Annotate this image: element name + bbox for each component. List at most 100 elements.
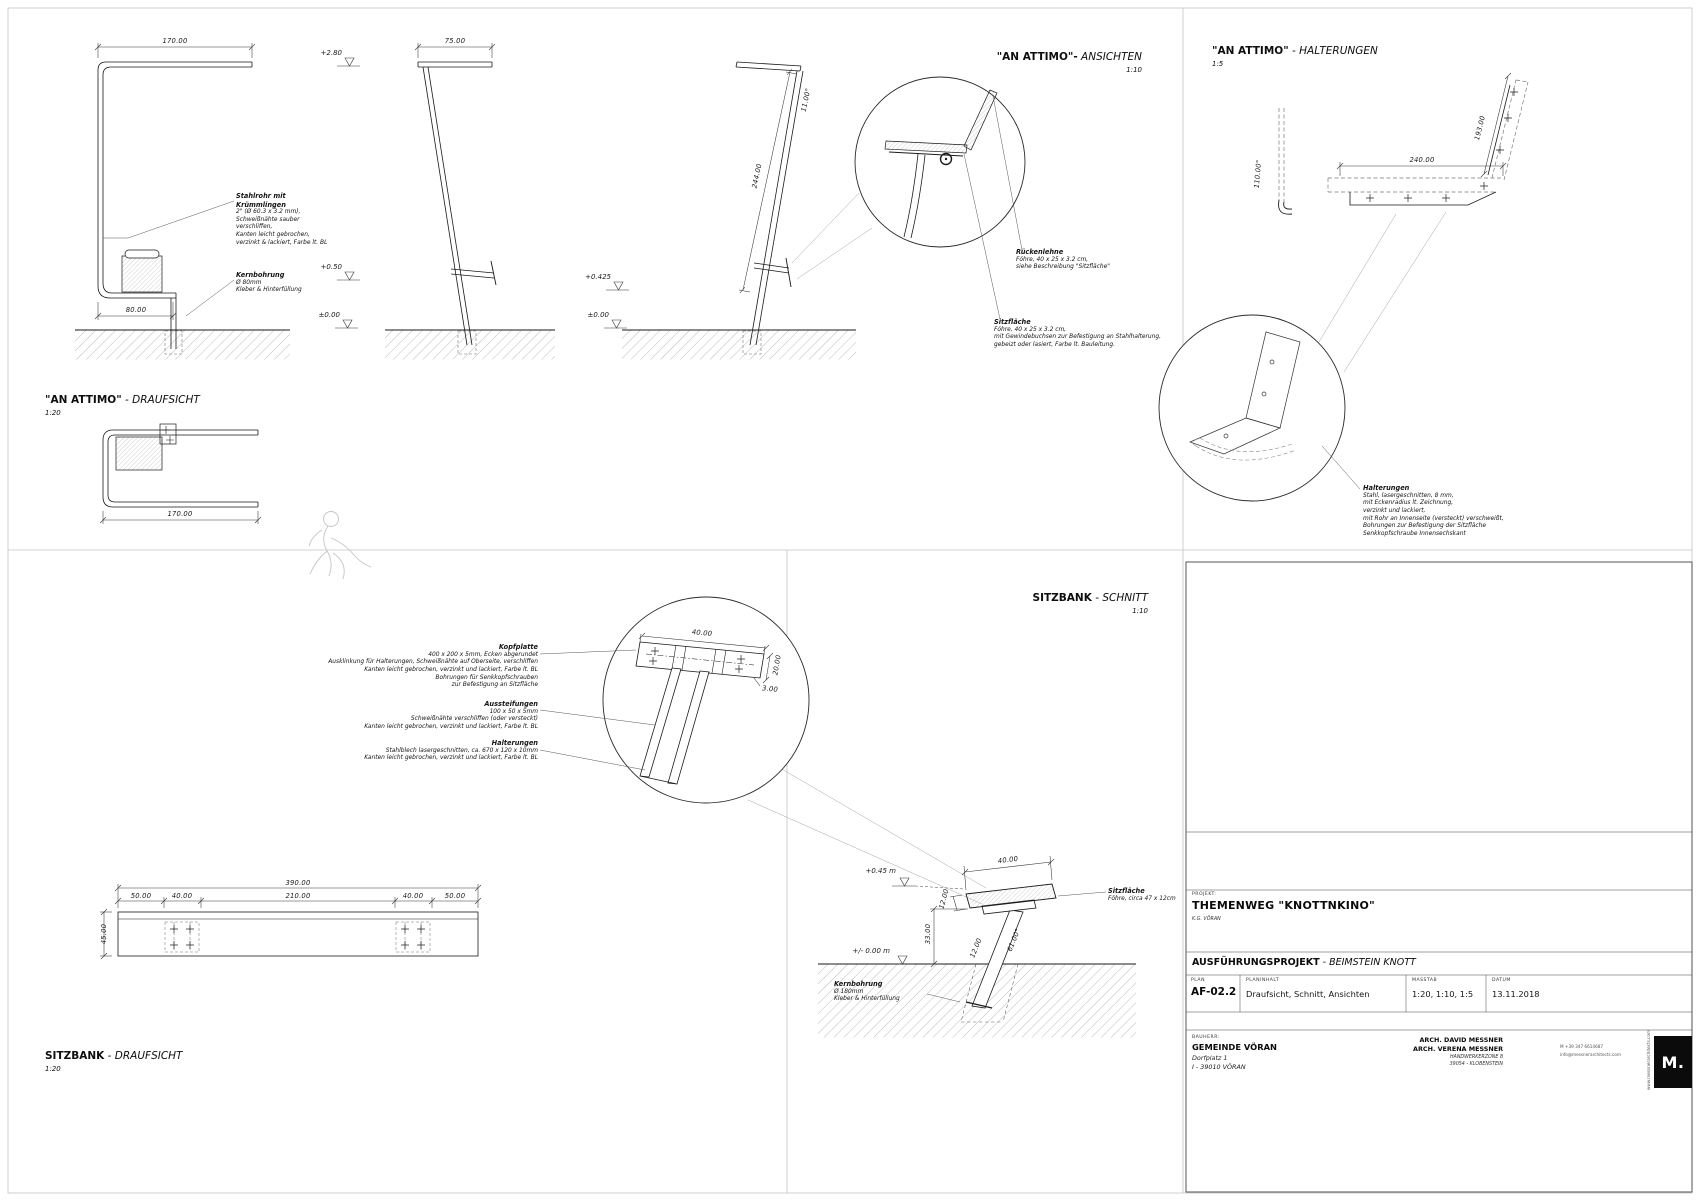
project-subtitle: K.G. VÖRAN — [1192, 917, 1221, 922]
view-attimo-top — [99, 423, 262, 524]
annotation-body: 100 x 50 x 5mm Schweißnähte verschliffen… — [364, 708, 538, 730]
view-scale: 1:20 — [45, 409, 61, 417]
bauherr-name: GEMEINDE VÖRAN — [1192, 1042, 1277, 1052]
projekt-label: PROJEKT: — [1192, 892, 1217, 897]
title-sitzbank-draufsicht: SITZBANK - DRAUFSICHT 1:20 — [45, 1044, 182, 1073]
dim-label: 50.00 — [130, 892, 152, 900]
plan-label: PLAN — [1191, 978, 1206, 983]
annotation-halterungen-attimo: Halterungen Stahl, lasergeschnitten, 8 m… — [1363, 484, 1518, 539]
annotation-sitzflaeche-bank: Sitzfläche Föhre, circa 47 x 12cm — [1108, 887, 1218, 903]
dim-label: 45.00 — [100, 923, 108, 945]
annotation-title: Sitzfläche — [994, 318, 1031, 326]
architect-logo: M. — [1654, 1036, 1692, 1088]
dim-label: 33.00 — [924, 923, 932, 945]
annotation-body: Ø 80mm Kleber & Hinterfüllung — [236, 279, 302, 294]
annotation-stahlrohr: Stahlrohr mit Krümmlingen 2" (Ø 60.3 x 3… — [236, 192, 336, 247]
title-attimo-halterungen: "AN ATTIMO" - HALTERUNGEN 1:5 — [1212, 39, 1378, 68]
dim-label: 80.00 — [125, 306, 147, 314]
annotation-body: Ø 180mm Kleber & Hinterfüllung — [834, 988, 900, 1003]
view-title-suffix: - SCHNITT — [1091, 592, 1148, 604]
plan-number: AF-02.2 — [1191, 986, 1237, 998]
view-title-suffix: - HALTERUNGEN — [1288, 45, 1378, 57]
level-label: +2.80 — [320, 49, 342, 57]
dim-label: 240.00 — [1409, 156, 1435, 164]
phase-name: AUSFÜHRUNGSPROJEKT — [1192, 957, 1320, 968]
project-title: THEMENWEG "KNOTTNKINO" — [1192, 899, 1375, 912]
view-bench-section — [818, 855, 1136, 1038]
bauherr-address-1: Dorfplatz 1 — [1192, 1054, 1228, 1062]
annotation-body: Föhre, 40 x 25 x 3.2 cm, mit Gewindebuch… — [994, 326, 1162, 348]
view-scale: 1:10 — [1126, 66, 1142, 74]
annotation-kernbohrung-bank: Kernbohrung Ø 180mm Kleber & Hinterfüllu… — [834, 980, 926, 1004]
view-front-elevation — [75, 43, 290, 360]
detail-leaders — [747, 767, 987, 905]
dim-label: 40.00 — [171, 892, 193, 900]
architect-address-1: HANDWERKERZONE 8 — [1449, 1055, 1503, 1060]
dim-label: 40.00 — [402, 892, 424, 900]
masstab-label: MASSTAB — [1412, 978, 1438, 983]
view-title: "AN ATTIMO" — [1212, 45, 1289, 57]
annotation-body: Stahl, lasergeschnitten, 8 mm, mit Ecken… — [1363, 492, 1504, 537]
annotation-body: Föhre, 40 x 25 x 3.2 cm, siehe Beschreib… — [1016, 256, 1110, 271]
view-scale: 1:5 — [1212, 60, 1224, 68]
level-label: +0.425 — [585, 273, 611, 281]
annotation-title: Stahlrohr mit Krümmlingen — [236, 192, 286, 209]
annotation-body: Föhre, circa 47 x 12cm — [1108, 895, 1176, 902]
annotation-kernbohrung-attimo: Kernbohrung Ø 80mm Kleber & Hinterfüllun… — [236, 271, 336, 295]
title-block-frame — [1185, 561, 1693, 1193]
phase-suffix: - BEIMSTEIN KNOTT — [1319, 957, 1416, 968]
annotation-body: 2" (Ø 60.3 x 3.2 mm), Schweißnähte saube… — [236, 209, 328, 246]
view-scale: 1:20 — [45, 1065, 61, 1073]
architect-name-2: ARCH. VERENA MESSNER — [1413, 1045, 1503, 1053]
masstab-value: 1:20, 1:10, 1:5 — [1412, 989, 1474, 999]
view-halterungen — [1278, 72, 1529, 373]
title-attimo-draufsicht: "AN ATTIMO" - DRAUFSICHT 1:20 — [45, 388, 200, 417]
dim-label: 170.00 — [167, 510, 193, 518]
annotation-title: Kernbohrung — [236, 271, 285, 279]
project-phase: AUSFÜHRUNGSPROJEKT - BEIMSTEIN KNOTT — [1192, 957, 1416, 968]
level-label: ±0.00 — [318, 311, 340, 319]
annotation-title: Halterungen — [491, 739, 538, 747]
annotation-title: Rückenlehne — [1016, 248, 1064, 256]
title-sitzbank-schnitt: SITZBANK - SCHNITT 1:10 — [956, 586, 1148, 615]
view-title-suffix: - DRAUFSICHT — [104, 1050, 183, 1062]
view-lean-elevation — [622, 61, 873, 360]
view-title: "AN ATTIMO" — [45, 394, 122, 406]
annotation-kopfplatte: Kopfplatte 400 x 200 x 5mm, Ecken abgeru… — [300, 643, 538, 690]
person-sketch — [308, 511, 372, 580]
level-label: +0.50 — [320, 263, 342, 271]
bauherr-label: BAUHERR: — [1192, 1035, 1220, 1040]
view-title: "AN ATTIMO"- — [996, 51, 1078, 63]
planinhalt-label: PLANINHALT — [1246, 978, 1280, 983]
dim-label: 170.00 — [162, 37, 188, 45]
annotation-halterungen-bank: Halterungen Stahlblech lasergeschnitten,… — [300, 739, 538, 763]
annotation-body: 400 x 200 x 5mm, Ecken abgerundet Auskli… — [328, 651, 538, 689]
planinhalt-value: Draufsicht, Schnitt, Ansichten — [1246, 989, 1370, 999]
bauherr-address-2: I - 39010 VÖRAN — [1192, 1063, 1246, 1071]
annotation-aussteifungen: Aussteifungen 100 x 50 x 5mm Schweißnäht… — [300, 700, 538, 732]
level-label: ±0.00 — [587, 311, 609, 319]
view-title: SITZBANK — [45, 1050, 105, 1062]
detail-halterung — [1158, 314, 1361, 502]
datum-value: 13.11.2018 — [1492, 989, 1540, 999]
annotation-title: Halterungen — [1363, 484, 1410, 492]
title-attimo-ansichten: "AN ATTIMO"- ANSICHTEN 1:10 — [950, 45, 1142, 74]
annotation-sitzflaeche-attimo: Sitzfläche Föhre, 40 x 25 x 3.2 cm, mit … — [994, 318, 1169, 350]
architect-website: www.messnerarchitects.com — [1646, 1029, 1651, 1090]
datum-label: DATUM — [1492, 978, 1511, 983]
detail-seat-view — [854, 76, 1026, 320]
annotation-title: Kernbohrung — [834, 980, 883, 988]
level-markers — [335, 57, 629, 329]
view-side-elevation — [385, 43, 555, 360]
annotation-title: Aussteifungen — [484, 700, 538, 708]
annotation-title: Kopfplatte — [498, 643, 538, 651]
view-title-suffix: ANSICHTEN — [1077, 51, 1142, 63]
architect-name-1: ARCH. DAVID MESSNER — [1419, 1036, 1503, 1044]
dim-label: 50.00 — [444, 892, 466, 900]
annotation-title: Sitzfläche — [1108, 887, 1145, 895]
level-label: +/- 0.00 m — [852, 947, 890, 955]
view-bench-top — [100, 884, 482, 960]
dim-label: 390.00 — [285, 879, 311, 887]
